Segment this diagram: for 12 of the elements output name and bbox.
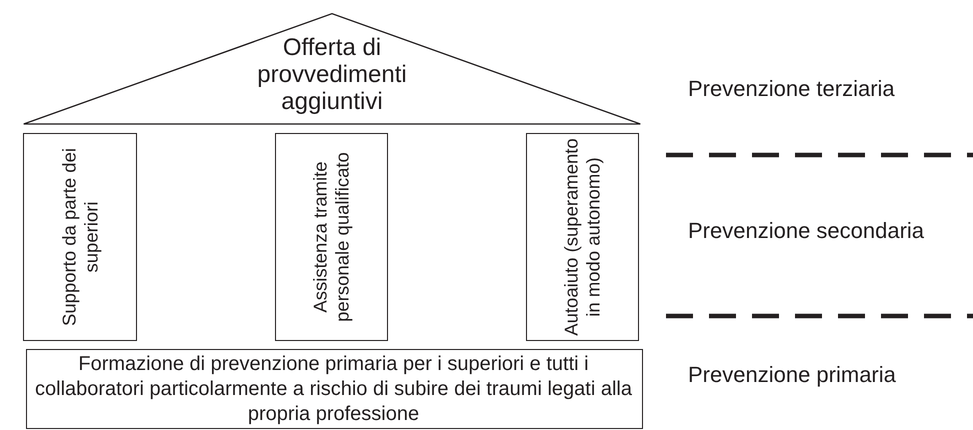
pillar-box <box>526 133 639 341</box>
pillar-text: Autoaiuto (superamento in modo autonomo) <box>560 137 604 338</box>
roof-text: Offerta di provvedimenti aggiuntivi <box>256 34 408 115</box>
pillar-text: Supporto da parte dei superiori <box>58 147 102 328</box>
foundation-text: Formazione di prevenzione primaria per i superiori e tutti i collaboratori particolarmente a rischio di subire dei traumi legati alla propria professione <box>34 352 633 427</box>
level-label: Prevenzione secondaria <box>688 218 924 244</box>
level-label: Prevenzione primaria <box>688 362 896 388</box>
pillar-text: Assistenza tramite personale qualificato <box>310 151 354 324</box>
roof-triangle <box>23 13 641 125</box>
pillar-box <box>23 133 137 341</box>
pillar-box <box>275 133 388 341</box>
level-label: Prevenzione terziaria <box>688 76 895 102</box>
